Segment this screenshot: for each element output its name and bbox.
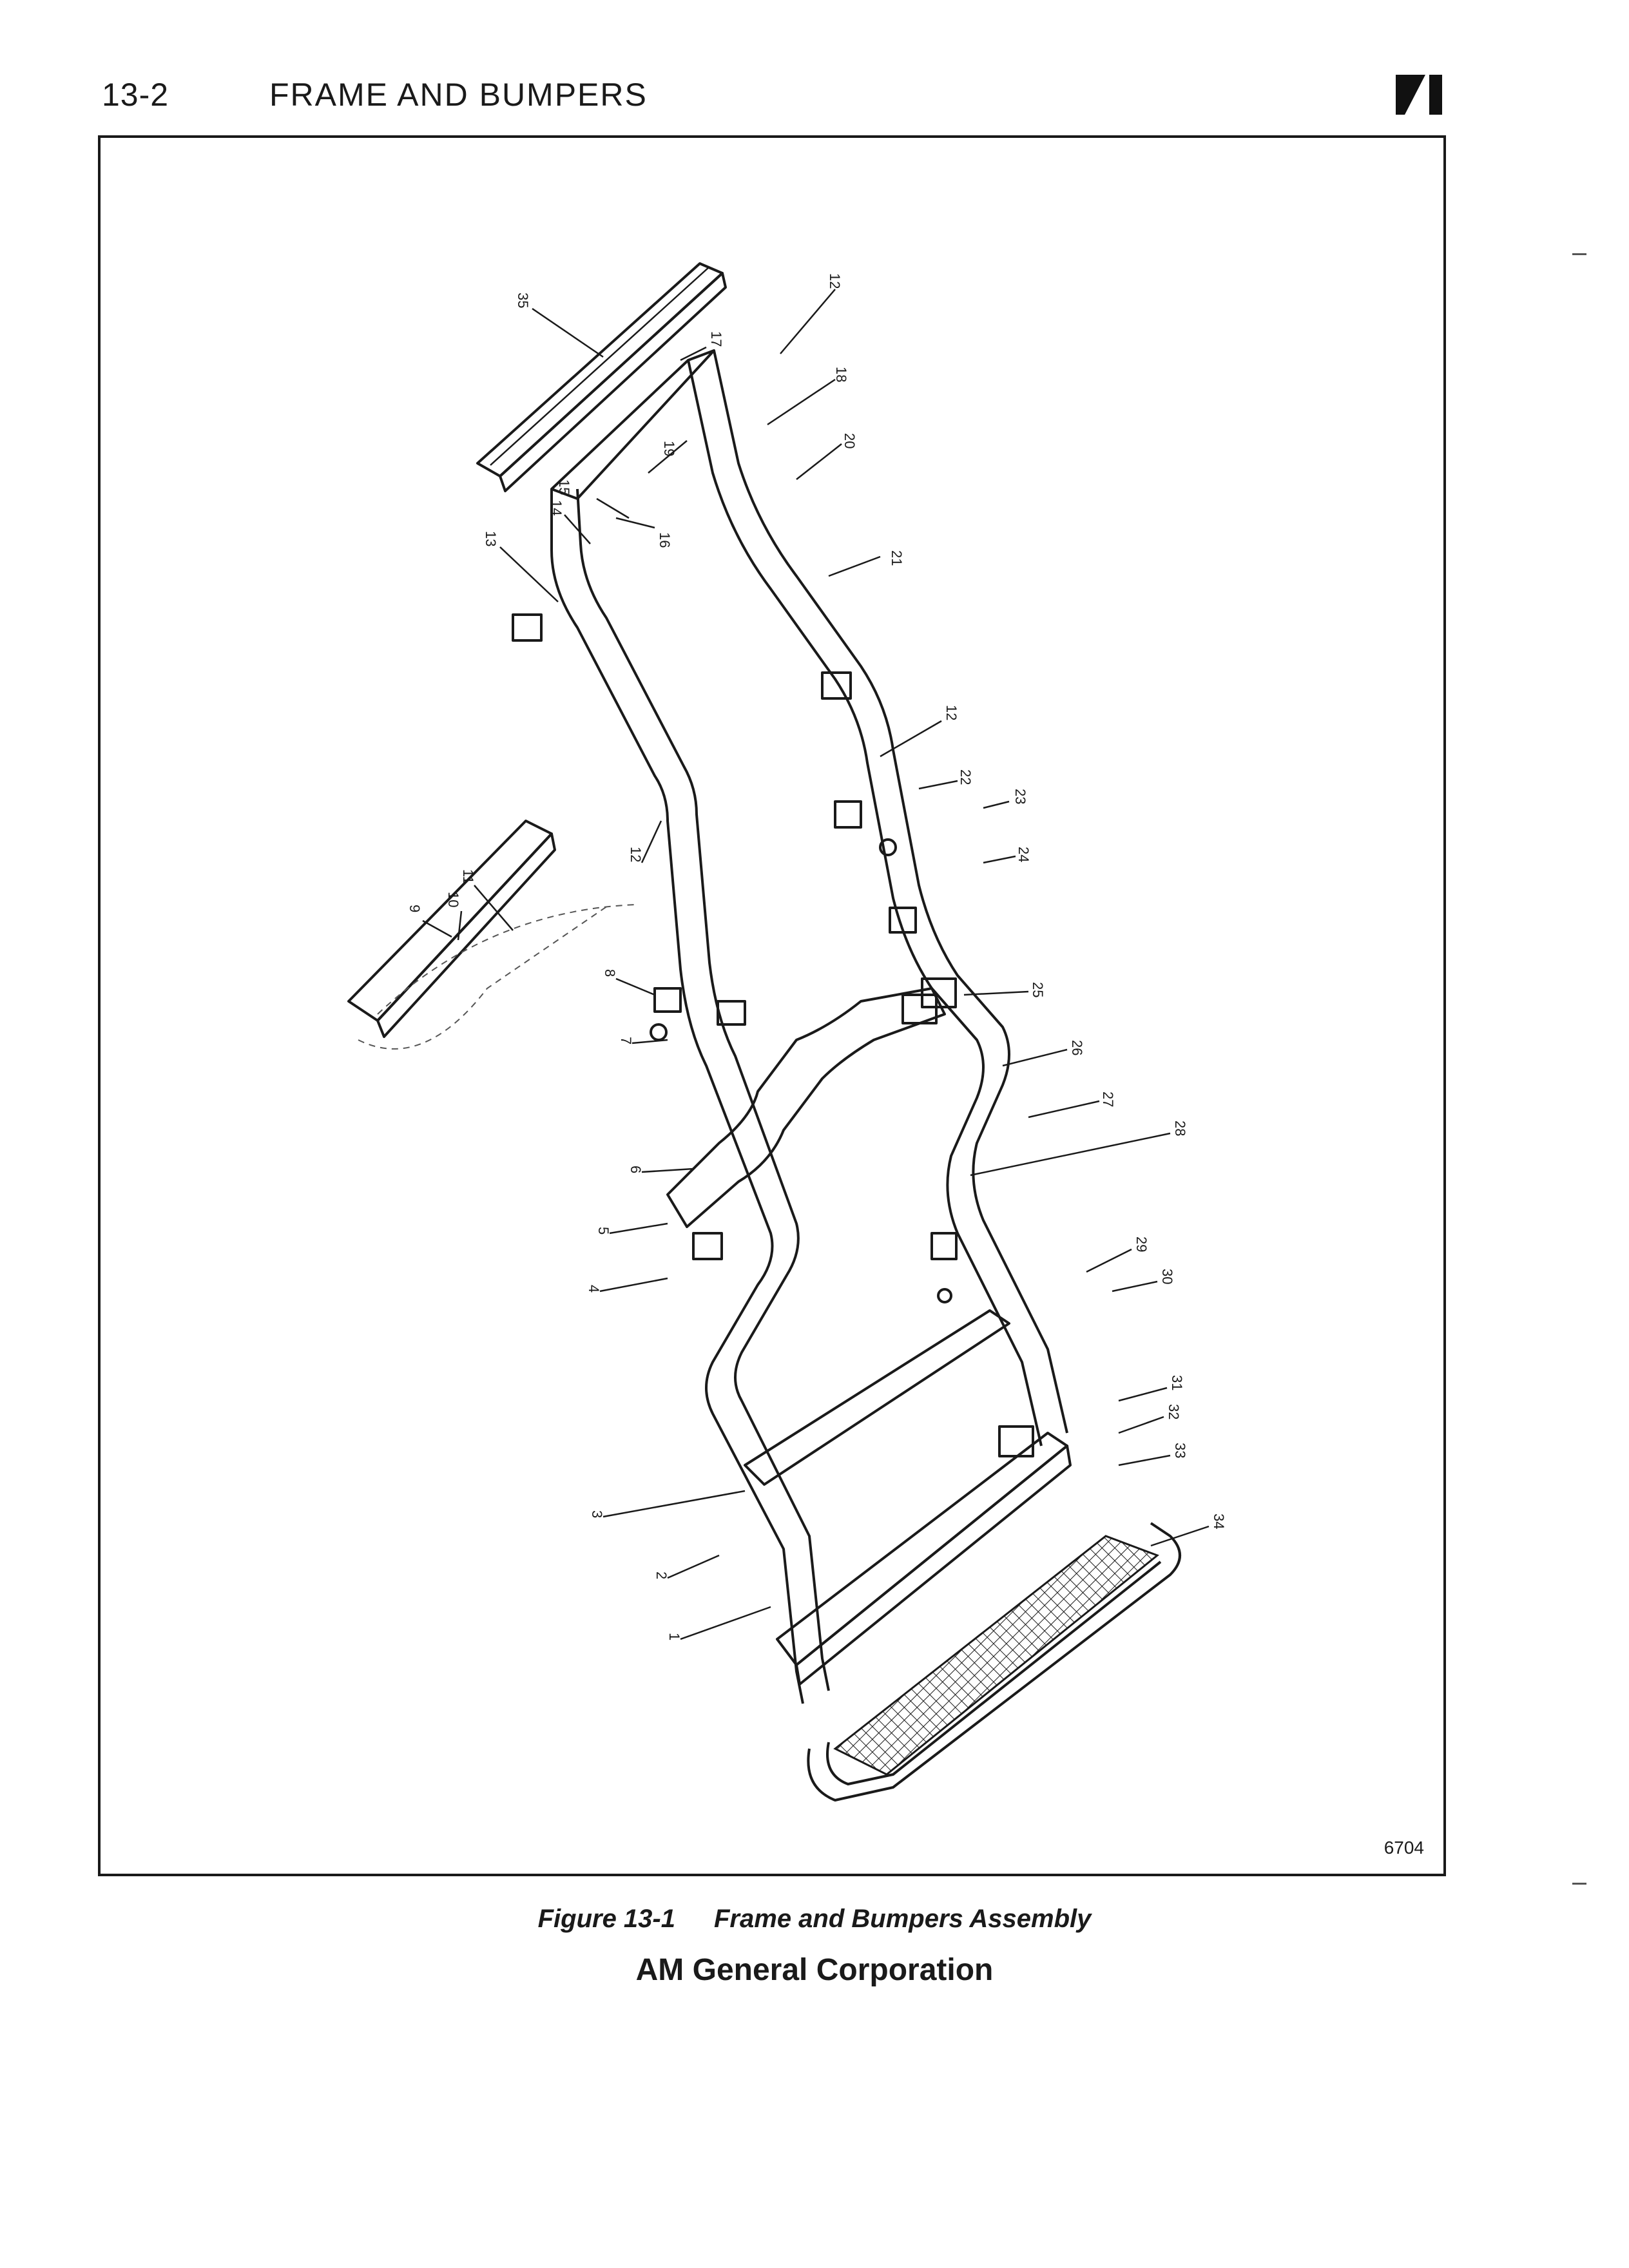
organization-name: AM General Corporation xyxy=(635,1953,994,1987)
callout-6: 6 xyxy=(628,1166,644,1173)
callout-27: 27 xyxy=(1100,1091,1116,1107)
callout-8: 8 xyxy=(602,969,618,977)
callout-25: 25 xyxy=(1030,982,1046,997)
callout-2: 2 xyxy=(653,1571,670,1579)
callout-32: 32 xyxy=(1166,1404,1182,1419)
rear-crossmember xyxy=(550,349,715,500)
rear-bumper xyxy=(476,262,727,492)
figure-number: Figure 13-1 xyxy=(537,1905,675,1933)
callout-22: 22 xyxy=(958,769,974,785)
callout-18: 18 xyxy=(833,367,849,382)
callout-29: 29 xyxy=(1133,1236,1150,1252)
mounting-brackets xyxy=(512,613,1034,1457)
callout-28: 28 xyxy=(1172,1120,1188,1136)
callout-12a: 12 xyxy=(827,273,843,289)
callout-35: 35 xyxy=(515,293,531,308)
callout-20: 20 xyxy=(842,433,858,448)
callout-7: 7 xyxy=(618,1037,634,1044)
callout-11: 11 xyxy=(460,869,476,884)
left-frame-rail xyxy=(550,488,830,1704)
callout-16: 16 xyxy=(657,532,673,548)
callout-13: 13 xyxy=(483,531,499,546)
callout-33: 33 xyxy=(1172,1443,1188,1458)
front-crossmember xyxy=(744,1309,1010,1486)
section-title: FRAME AND BUMPERS xyxy=(269,77,648,113)
figure-frame: 35 12 18 20 21 12 22 23 24 25 26 27 28 2… xyxy=(98,135,1446,1876)
callout-24: 24 xyxy=(1016,847,1032,862)
frame-diagram: 35 12 18 20 21 12 22 23 24 25 26 27 28 2… xyxy=(347,262,1227,1802)
figure-caption: Figure 13-1 Frame and Bumpers Assembly xyxy=(0,1905,1629,1934)
callout-12c: 12 xyxy=(628,847,644,862)
callout-10: 10 xyxy=(445,892,461,907)
jeep-corner-logo-icon xyxy=(1396,75,1442,115)
grille-guard-tube xyxy=(807,1522,1181,1802)
callout-9: 9 xyxy=(407,905,423,912)
callout-14: 14 xyxy=(548,500,564,515)
callout-4: 4 xyxy=(586,1285,602,1293)
callout-31: 31 xyxy=(1169,1375,1185,1390)
step-bracket xyxy=(347,820,636,1050)
callout-5: 5 xyxy=(595,1227,612,1235)
callout-34: 34 xyxy=(1211,1514,1227,1529)
callout-21: 21 xyxy=(889,550,905,566)
figure-id-label: 6704 xyxy=(1383,1838,1424,1858)
callout-26: 26 xyxy=(1069,1040,1085,1055)
callout-1: 1 xyxy=(666,1633,682,1640)
callout-23: 23 xyxy=(1012,789,1028,804)
figure-title: Frame and Bumpers Assembly xyxy=(714,1905,1092,1933)
callout-15: 15 xyxy=(556,479,572,495)
callout-leaders xyxy=(422,289,1210,1640)
callout-labels: 35 12 18 20 21 12 22 23 24 25 26 27 28 2… xyxy=(407,273,1227,1640)
grille-guard-mesh xyxy=(833,1535,1159,1776)
callout-12b: 12 xyxy=(943,705,959,720)
callout-19: 19 xyxy=(661,441,677,456)
callout-17: 17 xyxy=(708,331,724,347)
margin-mark xyxy=(1572,1883,1586,1885)
page-number: 13-2 xyxy=(102,77,169,113)
callout-30: 30 xyxy=(1159,1269,1175,1284)
right-frame-rail xyxy=(687,350,1068,1446)
margin-mark xyxy=(1572,253,1586,255)
transmission-crossmember xyxy=(666,987,946,1228)
callout-3: 3 xyxy=(589,1510,605,1518)
